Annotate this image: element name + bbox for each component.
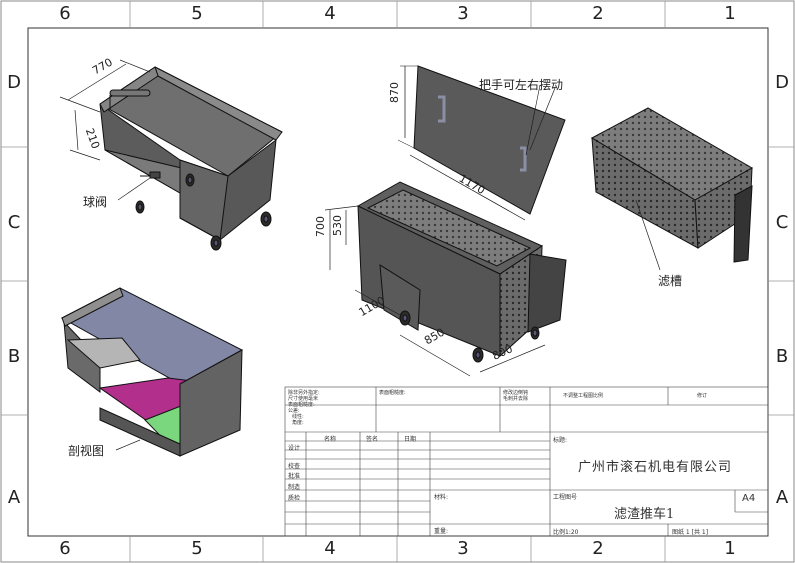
tb-note-5: 线性: <box>292 414 304 420</box>
dim-530: 530 <box>331 215 344 236</box>
tb-role-manufacture: 制造 <box>288 484 301 491</box>
tb-size: A4 <box>742 493 756 504</box>
label-filter-tank: 滤槽 <box>658 274 683 288</box>
tb-header-date: 日期 <box>404 436 417 443</box>
tb-note-3: 表面粗糙度: <box>288 402 315 408</box>
tb-deburr-1: 修改边倒钝 <box>503 390 529 396</box>
zone-bottom-4: 4 <box>324 538 336 559</box>
tb-deburr: 修改边倒钝 毛刺并去除 <box>503 390 528 402</box>
tb-notes: 除非另外指定: 尺寸使用毫米 表面粗糙度: 公差: 线性: 角度: <box>288 390 320 426</box>
tb-finish: 表面粗糙度: <box>379 390 406 396</box>
dim-700: 700 <box>314 216 327 237</box>
tb-note-4: 公差: <box>288 408 300 414</box>
tb-deburr-2: 毛刺并去除 <box>503 396 529 402</box>
tb-product: 滤渣推车1 <box>614 507 675 522</box>
label-section-view: 剖视图 <box>68 444 105 458</box>
zone-bottom-3: 3 <box>457 538 469 559</box>
dimension-lines-view1 <box>59 59 151 161</box>
section-view <box>60 287 244 457</box>
cart-with-basket-view <box>356 181 567 358</box>
tb-drawing-no-label: 工程图号 <box>553 494 578 501</box>
zone-top-1: 1 <box>724 3 736 24</box>
zone-left-A: A <box>7 487 21 508</box>
zone-bottom-5: 5 <box>191 538 203 559</box>
tb-header-sign: 签名 <box>366 436 379 443</box>
zone-left-C: C <box>7 212 21 233</box>
label-handle-note: 把手可左右摆动 <box>479 78 564 92</box>
tb-note-2: 尺寸使用毫米 <box>288 396 319 402</box>
tb-scale: 比例1:20 <box>553 529 579 536</box>
tb-header-name: 名称 <box>324 436 337 443</box>
label-ball-valve: 球阀 <box>83 195 108 209</box>
zone-right-C: C <box>775 212 789 233</box>
filter-tank-view <box>590 107 754 263</box>
zone-left-B: B <box>7 346 21 367</box>
zone-left-D: D <box>7 72 21 93</box>
tb-company: 广州市滚石机电有限公司 <box>578 460 733 475</box>
zone-bottom-1: 1 <box>724 538 736 559</box>
zone-right-B: B <box>775 346 789 367</box>
zone-top-3: 3 <box>457 3 469 24</box>
tb-note-1: 除非另外指定: <box>288 390 320 396</box>
dim-870: 870 <box>388 82 401 103</box>
cart-wheels <box>135 173 272 251</box>
tb-role-approve: 批准 <box>288 473 301 480</box>
zone-right-D: D <box>775 72 789 93</box>
zone-top-5: 5 <box>191 3 203 24</box>
tb-role-check: 校查 <box>288 463 301 470</box>
zone-bottom-2: 2 <box>592 538 604 559</box>
zone-right-A: A <box>775 487 789 508</box>
zone-top-2: 2 <box>592 3 604 24</box>
cart-isometric-view <box>99 66 283 241</box>
tb-note-6: 角度: <box>292 420 304 426</box>
tb-material-label: 材料: <box>434 494 449 501</box>
tb-revision: 修订 <box>697 393 708 399</box>
cart-with-basket-wheels <box>399 310 540 363</box>
zone-top-4: 4 <box>324 3 336 24</box>
tb-no-scale: 不调整工程图比例 <box>563 393 604 399</box>
tb-role-design: 设计 <box>288 445 301 452</box>
lid-panel-view <box>397 65 566 221</box>
title-block-grid <box>284 386 769 537</box>
tb-weight-label: 重量: <box>434 528 449 535</box>
tb-title-label: 标题: <box>553 437 568 444</box>
tb-role-quality: 质检 <box>288 495 301 502</box>
zone-bottom-6: 6 <box>59 538 71 559</box>
annotation-leaders <box>115 87 661 451</box>
dimension-lines-view4 <box>324 205 546 377</box>
tb-sheet: 图纸 1 [共 1] <box>672 529 709 536</box>
zone-top-6: 6 <box>59 3 71 24</box>
